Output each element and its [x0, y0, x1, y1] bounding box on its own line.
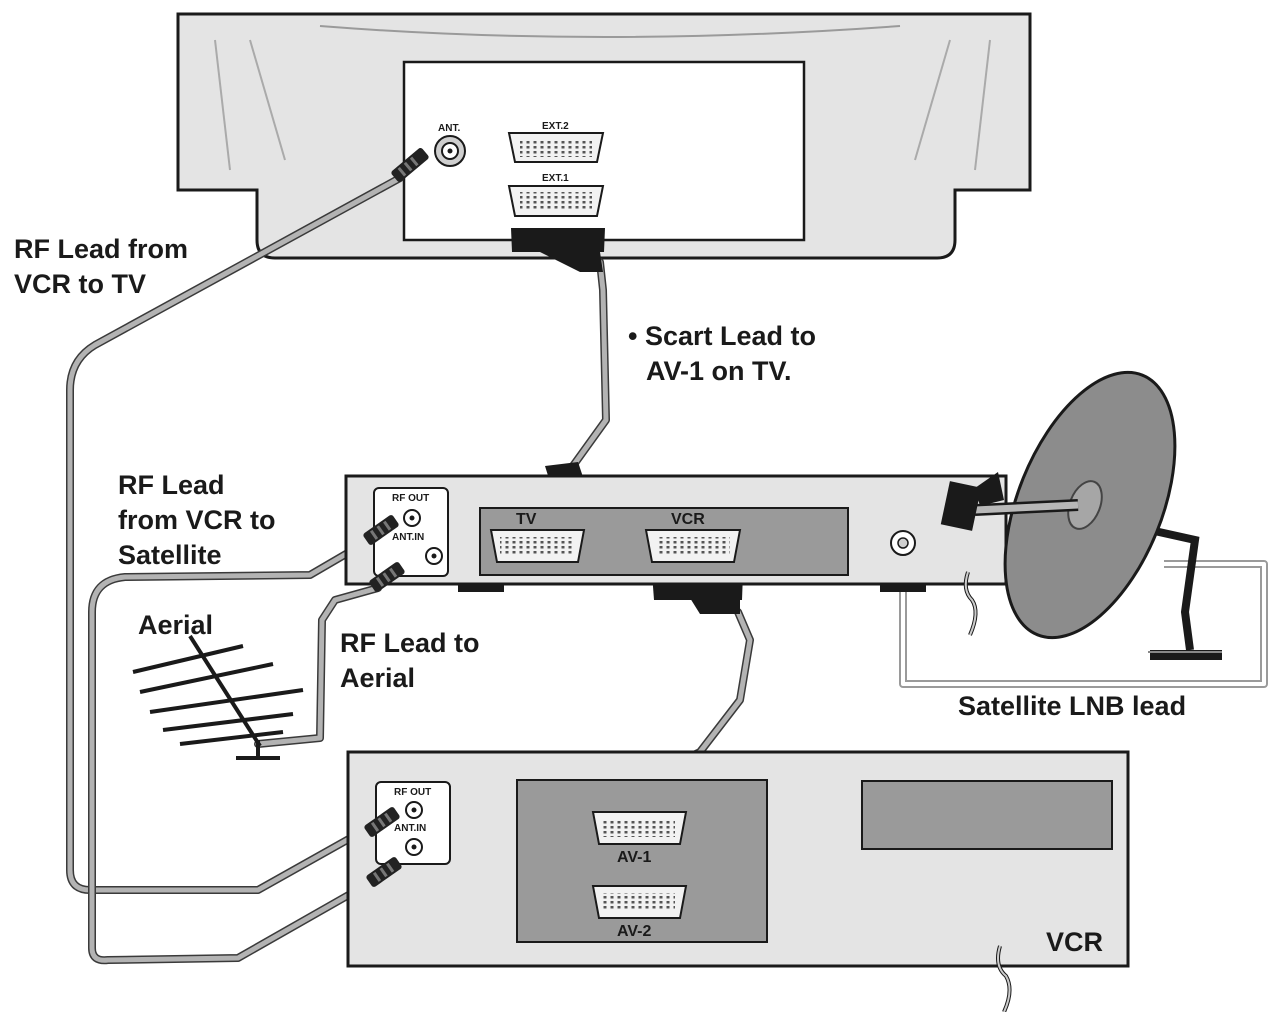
tv-rear: ANT. EXT.2 EXT.1: [176, 12, 1032, 260]
rf-lead-vcr-to-tv: [67, 175, 403, 893]
tv-rf-plug: [391, 148, 429, 182]
vcr-rf-out-label: RF OUT: [394, 787, 431, 798]
satellite-receiver: RF OUT ANT.IN TV VCR: [344, 474, 1008, 636]
label-rf-sat-line3: Satellite: [118, 540, 222, 570]
satellite-dish: [940, 370, 1222, 660]
tv-scart-plug: [511, 228, 605, 252]
vcr-rf-out-plug: [364, 807, 400, 837]
label-rf-aerial-line1: RF Lead to: [340, 628, 480, 658]
label-rf-sat-line2: from VCR to: [118, 505, 276, 535]
label-lnb: Satellite LNB lead: [958, 691, 1186, 721]
label-scart-line2: AV-1 on TV.: [646, 356, 792, 386]
label-scart-line1: • Scart Lead to: [628, 321, 816, 351]
tv-ext1-label: EXT.1: [542, 173, 569, 184]
vcr-unit: RF OUT ANT.IN AV-1 AV-2: [346, 750, 1130, 1012]
tv-ant-label: ANT.: [438, 123, 460, 134]
vcr-display-panel: [861, 780, 1113, 850]
sat-ant-in-label: ANT.IN: [392, 532, 424, 543]
rf-lead-vcr-to-satellite: [89, 537, 378, 963]
sat-vcr-label: VCR: [671, 511, 705, 528]
vcr-av2-label: AV-2: [617, 923, 651, 940]
label-vcr: VCR: [1046, 927, 1103, 957]
rf-lead-to-aerial: [255, 585, 381, 747]
sat-rf-out-plug: [363, 515, 399, 545]
tv-contour-line: [319, 25, 901, 38]
aerial-boom: [188, 634, 262, 748]
label-aerial: Aerial: [138, 610, 213, 640]
label-rf-vcr-tv-line2: VCR to TV: [14, 269, 146, 299]
label-rf-sat-line1: RF Lead: [118, 470, 225, 500]
dish-arm: [974, 501, 1079, 514]
aerial-antenna: [132, 634, 304, 760]
label-rf-vcr-tv-line1: RF Lead from: [14, 234, 188, 264]
vcr-ant-in-plug: [366, 857, 402, 887]
scart-lead-tv: [567, 259, 609, 473]
sat-tv-label: TV: [516, 511, 537, 528]
sat-ant-in-plug: [369, 562, 405, 592]
vcr-av1-label: AV-1: [617, 849, 651, 866]
dish-stand: [1149, 526, 1200, 651]
lnb-head: [940, 481, 982, 531]
label-rf-aerial-line2: Aerial: [340, 663, 415, 693]
sat-rf-out-label: RF OUT: [392, 493, 429, 504]
tv-connector-panel: [402, 60, 806, 242]
tv-ext2-label: EXT.2: [542, 121, 569, 132]
vcr-ant-in-label: ANT.IN: [394, 823, 426, 834]
